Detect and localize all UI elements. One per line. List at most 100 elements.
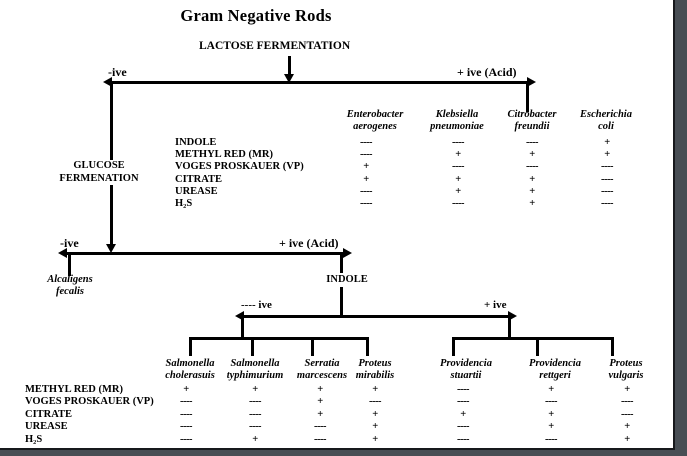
organism-genus: Providencia [529, 358, 581, 369]
indole-negative-label: ---- ive [241, 299, 272, 311]
test-label-voges-proskauer: VOGES PROSKAUER (VP) [25, 396, 154, 407]
test-result: + [363, 174, 369, 185]
organism-species: marcescens [296, 370, 348, 381]
lactose-fermentation-label: LACTOSE FERMENTATION [199, 40, 351, 52]
indole-negative-drop-line [241, 315, 244, 338]
test-result: ---- [601, 198, 614, 209]
organism-header: Serratia marcescens [277, 358, 367, 382]
organism-header: Enterobacter aerogenes [330, 109, 420, 133]
bracket-tick-line [366, 337, 369, 356]
test-result: ---- [601, 174, 614, 185]
test-result: ---- [314, 421, 327, 432]
glucose-label-line2: FERMENATION [59, 172, 139, 184]
test-result: ---- [601, 186, 614, 197]
bracket-tick-line [189, 337, 192, 356]
organism-species: cholerasuis [165, 370, 215, 381]
lactose-positive-branch-line [526, 81, 529, 112]
test-result: + [317, 409, 323, 420]
glucose-label-line1: GLUCOSE [73, 160, 125, 171]
test-label-voges-proskauer: VOGES PROSKAUER (VP) [175, 161, 304, 172]
test-label-citrate: CITRATE [25, 409, 73, 420]
organism-genus: Enterobacter [346, 109, 404, 120]
test-result: + [624, 421, 630, 432]
organism-header: Salmonella typhimurium [210, 358, 300, 382]
test-result: ---- [452, 198, 465, 209]
organism-species: fecalis [56, 286, 84, 297]
test-result: ---- [249, 396, 262, 407]
root-connector-line [288, 56, 291, 76]
test-result: ---- [621, 409, 634, 420]
test-result: ---- [457, 434, 470, 445]
organism-header: Providencia rettgeri [510, 358, 600, 382]
test-result: + [183, 384, 189, 395]
lactose-negative-arrowhead-icon [103, 77, 112, 87]
organism-genus: Proteus [358, 358, 392, 369]
test-result: ---- [601, 161, 614, 172]
organism-species: mirabilis [355, 370, 395, 381]
organism-genus: Alcaligens [47, 274, 93, 285]
test-result: ---- [360, 198, 373, 209]
test-label-h2s: H₂S [25, 434, 43, 445]
test-result: + [372, 421, 378, 432]
indole-positive-label: + ive [484, 299, 507, 311]
organism-header: Escherichia coli [561, 109, 651, 133]
test-result: + [548, 421, 554, 432]
test-result: + [624, 384, 630, 395]
indole-positive-drop-line [508, 315, 511, 338]
lactose-positive-arrowhead-icon [527, 77, 536, 87]
test-label-citrate: CITRATE [175, 174, 223, 185]
organism-species: coli [598, 121, 614, 132]
glucose-positive-label: + ive (Acid) [279, 236, 339, 250]
negative-bracket-line [189, 337, 369, 340]
test-result: + [363, 161, 369, 172]
test-result: ---- [369, 396, 382, 407]
glucose-negative-label: -ive [60, 236, 79, 250]
glucose-arrowhead-down-icon [106, 244, 116, 253]
test-result: ---- [360, 137, 373, 148]
organism-header: Salmonella cholerasuis [145, 358, 235, 382]
organism-genus: Klebsiella [435, 109, 479, 120]
test-result: + [624, 434, 630, 445]
indole-negative-arrowhead-icon [235, 311, 244, 321]
test-result: + [372, 409, 378, 420]
test-result: ---- [314, 434, 327, 445]
test-result: ---- [360, 149, 373, 160]
test-label-h2s: H₂S [175, 198, 193, 209]
organism-genus: Providencia [440, 358, 492, 369]
indole-connector-line-bottom [340, 287, 343, 316]
bracket-tick-line [611, 337, 614, 356]
organism-header: Citrobacter freundii [487, 109, 577, 133]
test-label-urease: UREASE [175, 186, 218, 197]
test-result: + [372, 434, 378, 445]
test-result: + [455, 149, 461, 160]
test-result: + [372, 384, 378, 395]
test-result: + [604, 149, 610, 160]
test-result: + [529, 198, 535, 209]
organism-species: typhimurium [226, 370, 284, 381]
test-result: + [460, 409, 466, 420]
page-title: Gram Negative Rods [180, 6, 332, 25]
organism-species: freundii [514, 121, 550, 132]
test-result: + [529, 149, 535, 160]
organism-header: Klebsiella pneumoniae [412, 109, 502, 133]
organism-header: Providencia stuartii [421, 358, 511, 382]
test-label-indole: INDOLE [175, 137, 217, 148]
test-result: + [529, 186, 535, 197]
organism-header: Proteus vulgaris [581, 358, 671, 382]
indole-connector-line-top [340, 252, 343, 273]
glucose-negative-arrowhead-icon [58, 248, 67, 258]
test-result: ---- [545, 396, 558, 407]
glucose-positive-arrowhead-icon [343, 248, 352, 258]
alcaligens-branch-line [68, 252, 71, 276]
organism-species: aerogenes [353, 121, 397, 132]
document-page: Gram Negative Rods LACTOSE FERMENTATION … [0, 0, 675, 450]
test-result: ---- [526, 137, 539, 148]
glucose-fermentation-node: GLUCOSE FERMENATION [38, 160, 160, 185]
test-label-methyl-red: METHYL RED (MR) [175, 149, 273, 160]
test-result: ---- [526, 161, 539, 172]
test-result: ---- [180, 434, 193, 445]
test-result: ---- [457, 421, 470, 432]
test-result: ---- [249, 409, 262, 420]
test-result: ---- [180, 396, 193, 407]
